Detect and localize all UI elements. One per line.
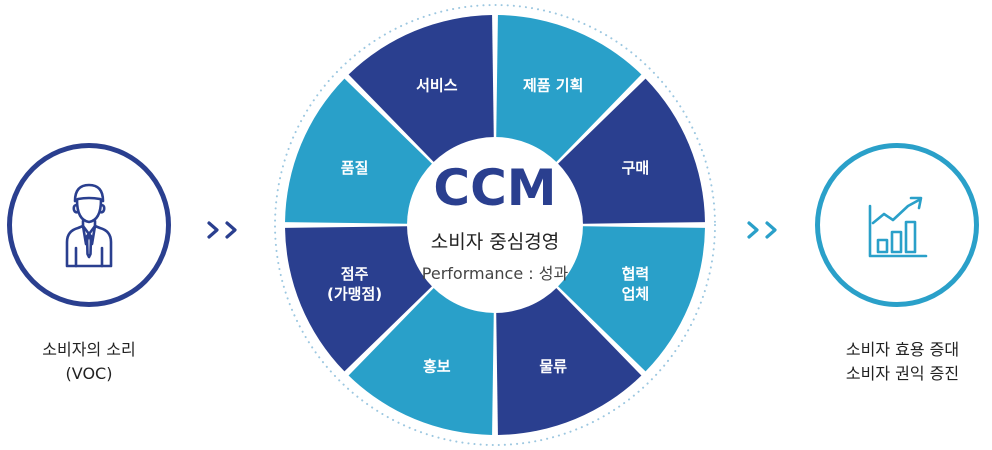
center-tagline: Performance : 성과 — [422, 264, 569, 283]
dotted-ring — [274, 4, 716, 446]
voc-caption-line1: 소비자의 소리 — [42, 340, 136, 359]
wheel-segment-label: 점주(가맹점) — [327, 265, 382, 303]
wheel-segment-label: 제품 기획 — [523, 77, 583, 95]
result-caption-line2: 소비자 권익 증진 — [845, 364, 960, 383]
growth-chart-icon — [868, 196, 928, 258]
wheel-segment-label: 물류 — [539, 357, 567, 375]
voc-caption: 소비자의 소리 (VOC) — [0, 338, 178, 386]
center-circle — [407, 137, 583, 313]
wheel-segment-label: 홍보 — [423, 357, 451, 375]
wheel-segment-label: 구매 — [622, 159, 650, 177]
wheel-segment-label: 서비스 — [416, 77, 458, 95]
center-title: CCM — [433, 159, 556, 217]
chevron-right-icon-right — [747, 221, 777, 239]
result-circle — [815, 143, 979, 307]
businessman-icon — [65, 183, 113, 268]
center-subtitle: 소비자 중심경영 — [431, 231, 559, 253]
chevron-right-icon-left — [207, 221, 237, 239]
wheel-segment-label: 품질 — [341, 159, 369, 177]
voc-circle — [7, 143, 171, 307]
result-caption: 소비자 효용 증대 소비자 권익 증진 — [815, 338, 990, 386]
voc-caption-line2: (VOC) — [65, 364, 113, 383]
result-caption-line1: 소비자 효용 증대 — [845, 340, 960, 359]
